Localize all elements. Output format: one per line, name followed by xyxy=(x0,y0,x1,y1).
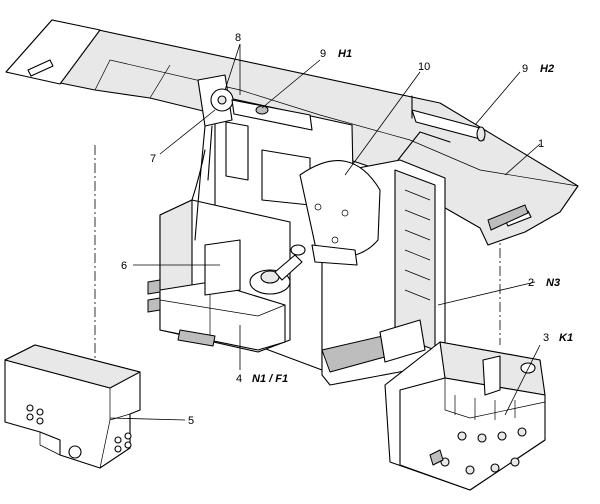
callout-5: 5 xyxy=(188,415,194,427)
contactor-k1 xyxy=(384,341,546,491)
callout-1: 1 xyxy=(538,138,544,150)
designation-h2: H2 xyxy=(540,63,554,75)
mounting-bracket xyxy=(299,160,381,266)
transformer-cover xyxy=(4,344,141,469)
designation-k1: K1 xyxy=(559,332,573,344)
callout-10: 10 xyxy=(418,61,430,73)
indicator-lamp-h2 xyxy=(397,95,486,161)
callout-2: 2 xyxy=(528,277,534,289)
callout-7: 7 xyxy=(150,153,156,165)
designation-h1: H1 xyxy=(338,48,352,60)
lamp-holder-h1 xyxy=(194,74,313,241)
rotary-knob xyxy=(204,239,306,296)
callout-4: 4 xyxy=(236,373,242,385)
callout-6: 6 xyxy=(121,260,127,272)
callout-8: 8 xyxy=(235,32,241,44)
callout-labels: 8 9 H1 10 9 H2 1 7 6 2 N3 3 K1 4 N1 / F1… xyxy=(121,32,573,427)
leader-lines xyxy=(109,43,541,421)
designation-n3: N3 xyxy=(546,277,560,289)
callout-9-h2: 9 xyxy=(522,63,528,75)
designation-n1-f1: N1 / F1 xyxy=(252,373,288,385)
callout-3: 3 xyxy=(543,332,549,344)
cover-slot-left xyxy=(27,59,54,77)
callout-9-h1: 9 xyxy=(320,48,326,60)
